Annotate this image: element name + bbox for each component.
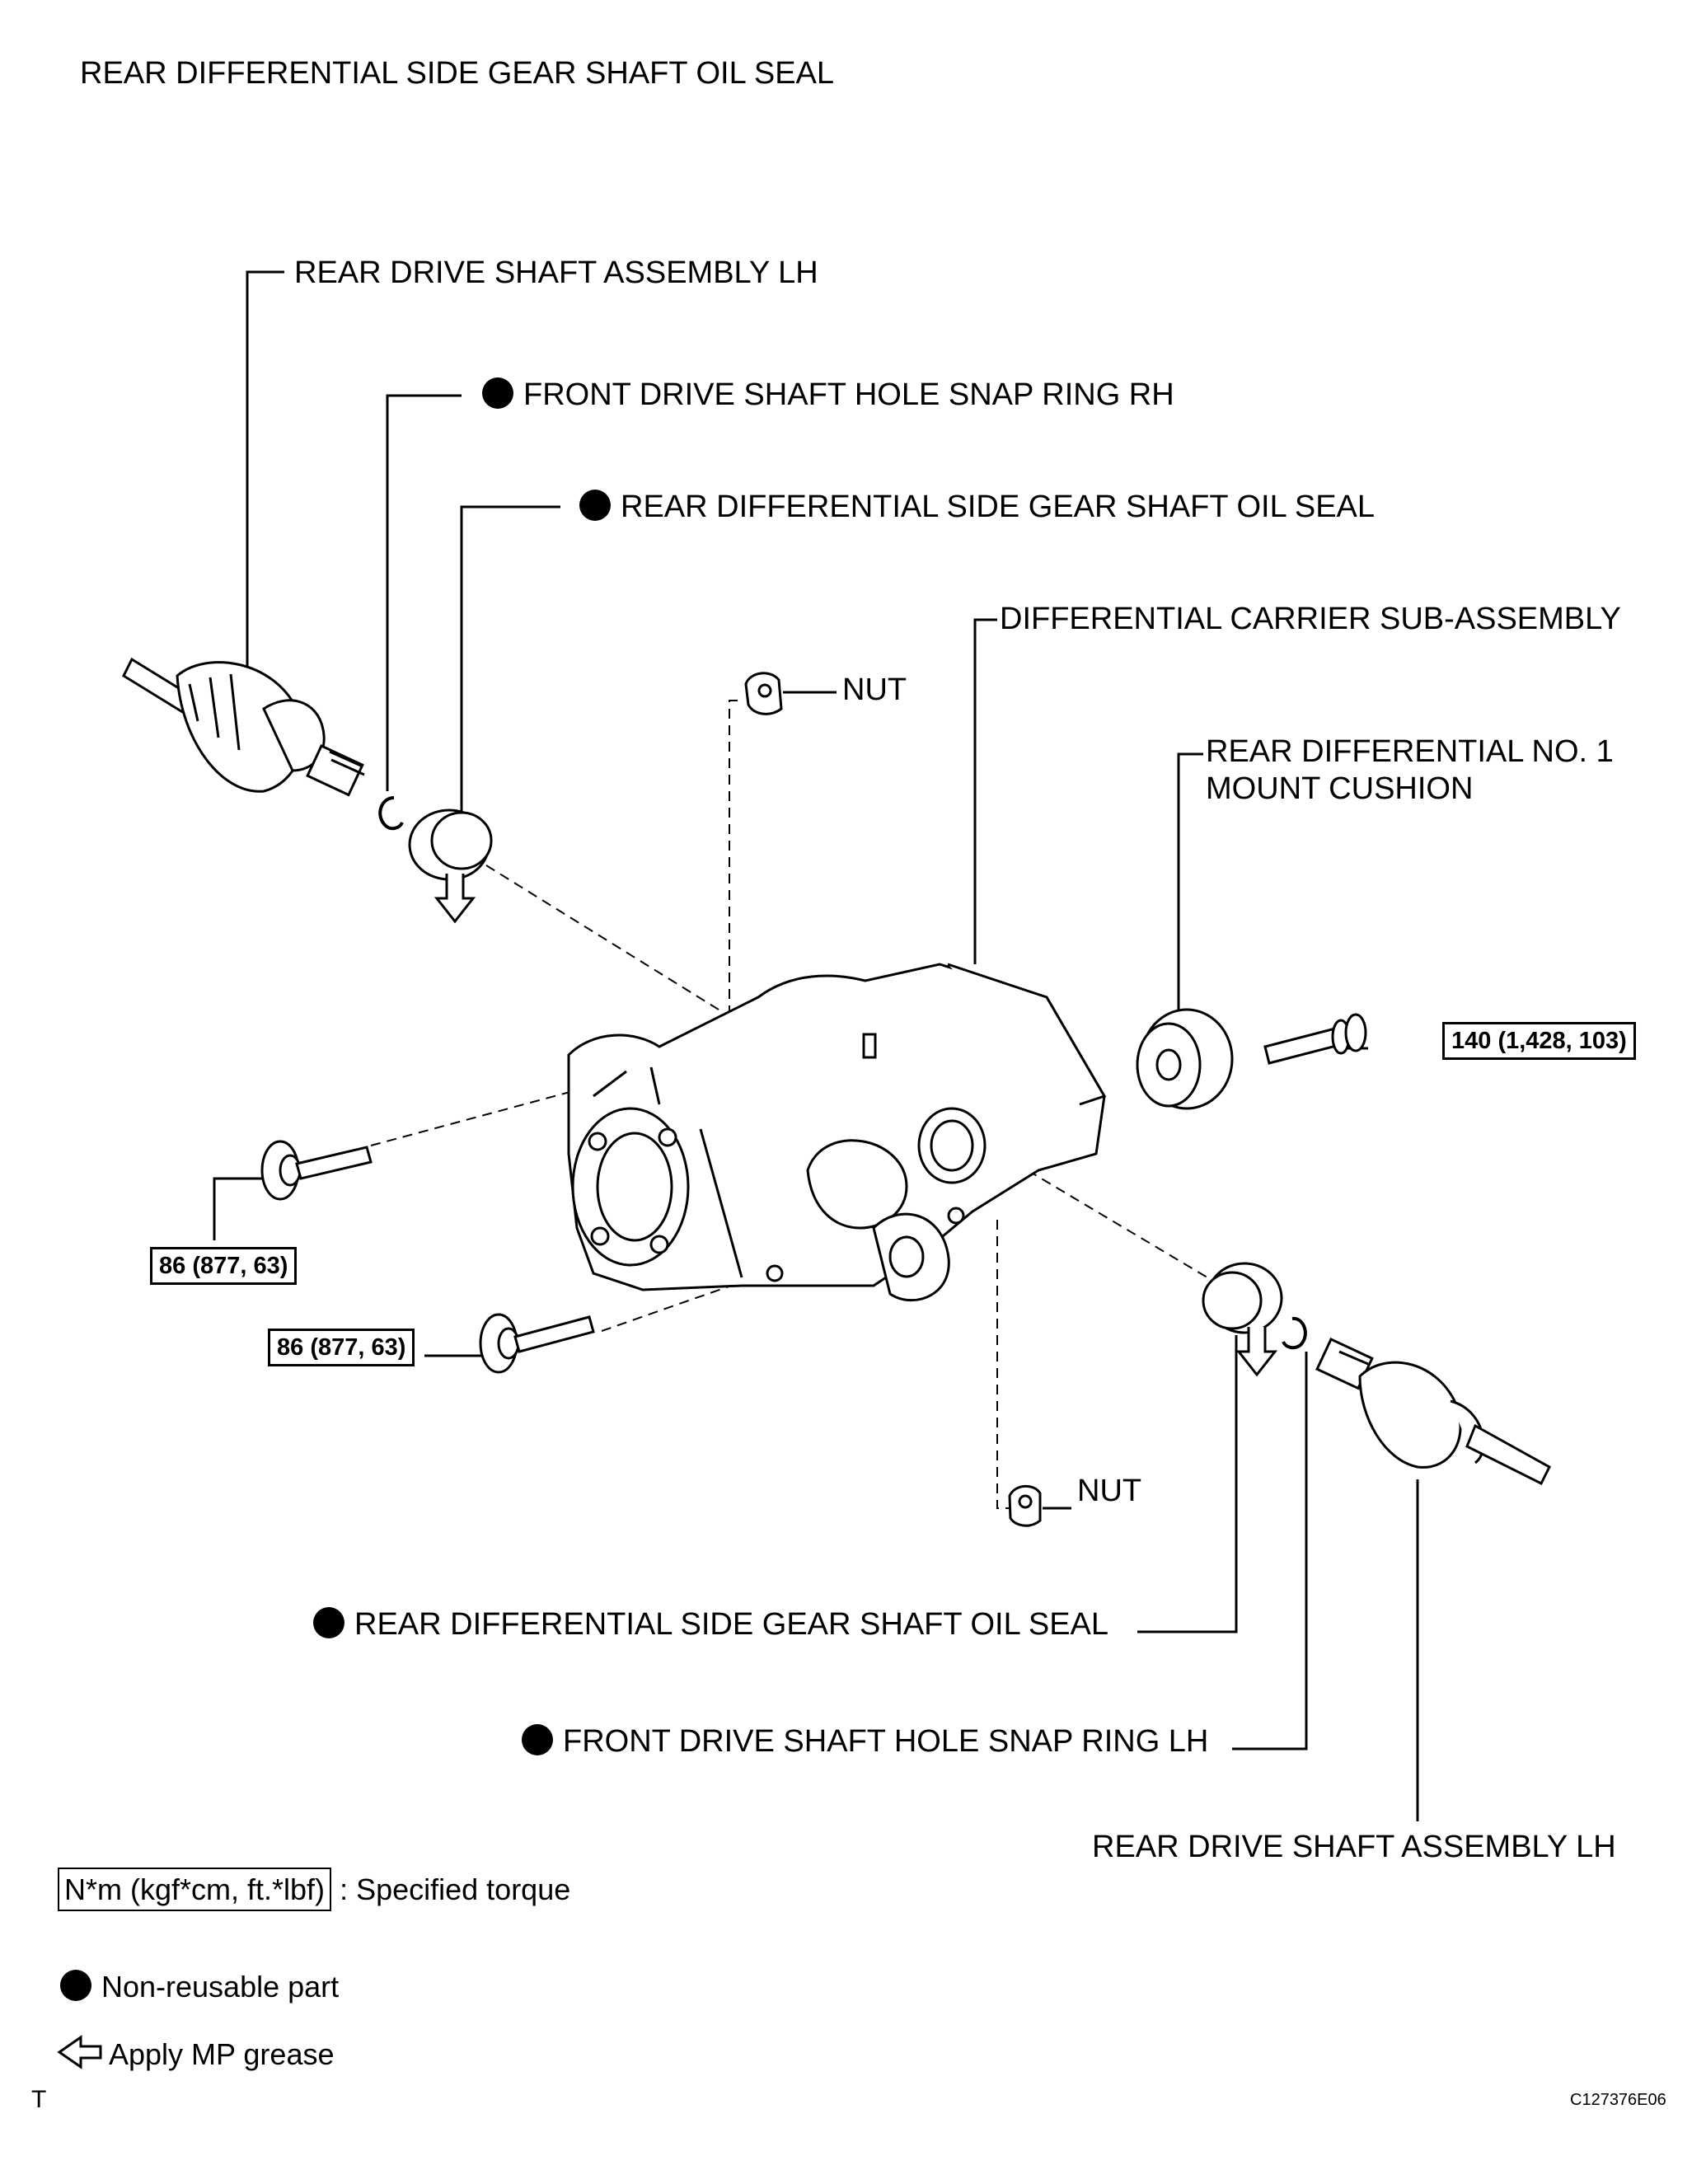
leader-oil-seal-top [460, 505, 560, 841]
legend-torque-desc: : Specified torque [340, 1872, 571, 1906]
figure-code: C127376E06 [1570, 2091, 1666, 2109]
torque-mount-bolt: 140 (1,428, 103) [1442, 1022, 1636, 1060]
legend-torque: N*m (kgf*cm, ft.*lbf) : Specified torque [58, 1868, 571, 1911]
snap-ring-rh-shape [378, 796, 404, 831]
leader-torque-86-upper [213, 1177, 272, 1240]
label-snap-ring-rh: FRONT DRIVE SHAFT HOLE SNAP RING RH [482, 377, 1174, 410]
label-mount-cushion-line2: MOUNT CUSHION [1206, 771, 1474, 806]
label-drive-shaft-bottom: REAR DRIVE SHAFT ASSEMBLY LH [1092, 1830, 1616, 1864]
grease-arrow-icon [57, 2035, 102, 2069]
mount-cushion-shape [1136, 1008, 1234, 1110]
label-drive-shaft-top: REAR DRIVE SHAFT ASSEMBLY LH [294, 255, 818, 290]
legend-grease: Apply MP grease [109, 2037, 335, 2071]
oil-seal-bottom-shape [1202, 1262, 1283, 1377]
label-carrier: DIFFERENTIAL CARRIER SUB-ASSEMBLY [1000, 602, 1621, 636]
label-oil-seal-top: REAR DIFFERENTIAL SIDE GEAR SHAFT OIL SE… [579, 490, 1375, 523]
snap-ring-lh-shape [1282, 1316, 1307, 1350]
page-title: REAR DIFFERENTIAL SIDE GEAR SHAFT OIL SE… [80, 56, 835, 91]
label-nut-top: NUT [842, 673, 907, 707]
label-oil-seal-bottom: REAR DIFFERENTIAL SIDE GEAR SHAFT OIL SE… [313, 1607, 1108, 1640]
leader-oil-seal-bottom [1137, 1335, 1238, 1633]
leader-snap-ring-lh [1232, 1352, 1308, 1750]
legend-non-reusable: Non-reusable part [60, 1970, 339, 2002]
label-nut-bottom: NUT [1077, 1474, 1142, 1508]
torque-lower-bolt: 86 (877, 63) [268, 1329, 415, 1366]
upper-bolt-shape [260, 1140, 373, 1201]
mount-bolt-shape [1263, 1013, 1367, 1065]
leader-carrier [973, 618, 997, 964]
corner-mark: T [31, 2086, 47, 2113]
legend-torque-unit: N*m (kgf*cm, ft.*lbf) [58, 1868, 332, 1911]
label-mount-cushion-line1: REAR DIFFERENTIAL NO. 1 [1206, 734, 1614, 769]
drive-shaft-right [1315, 1338, 1551, 1486]
oil-seal-top-shape [408, 808, 493, 924]
torque-upper-bolt: 86 (877, 63) [150, 1247, 298, 1285]
label-snap-ring-lh: FRONT DRIVE SHAFT HOLE SNAP RING LH [522, 1724, 1208, 1757]
differential-carrier-shape [567, 963, 1107, 1302]
nut-top-shape [744, 672, 783, 715]
leader-mount-cushion [1177, 752, 1203, 1026]
lower-bolt-shape [479, 1313, 595, 1374]
leader-snap-ring-rh [386, 394, 462, 791]
nut-bottom-shape [1008, 1484, 1042, 1527]
leader-drive-shaft-top [246, 270, 284, 668]
drive-shaft-left [122, 657, 365, 797]
